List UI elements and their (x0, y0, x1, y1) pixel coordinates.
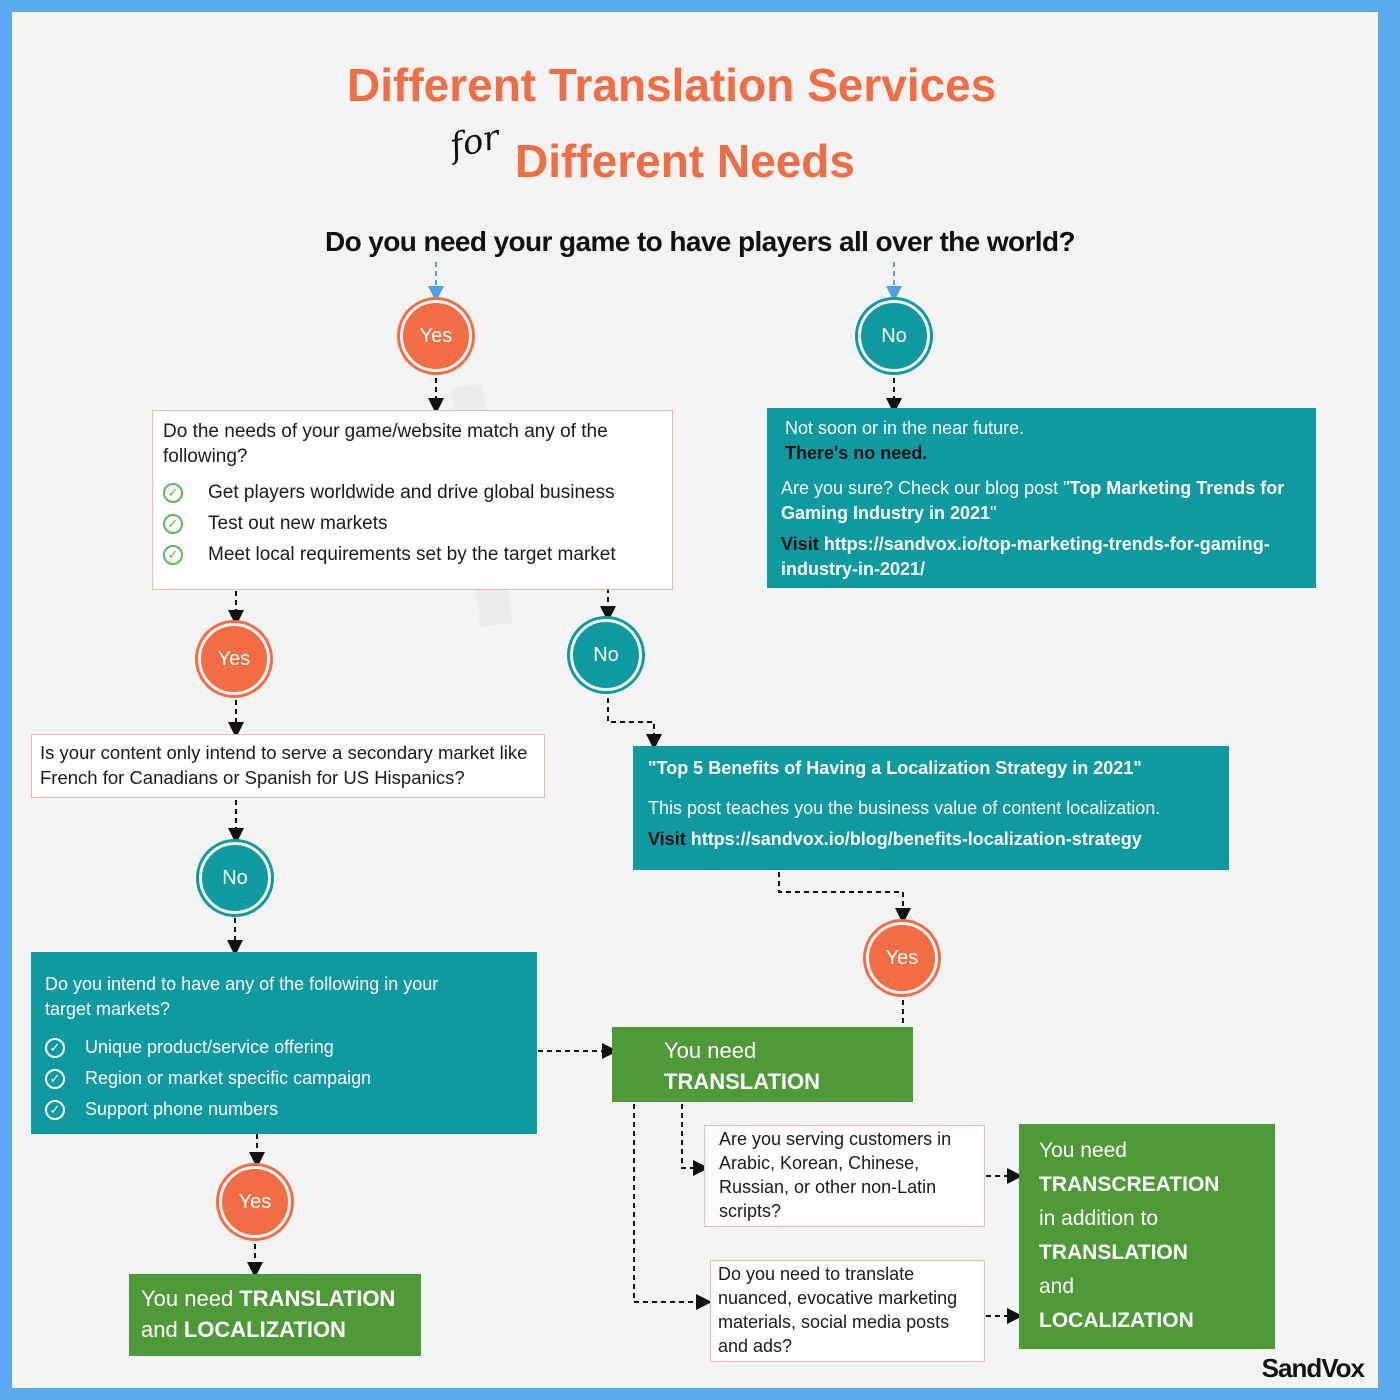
transcreation-line-2: TRANSCREATION (1039, 1173, 1220, 1196)
visit-label: Visit (648, 829, 686, 849)
target-markets-question: Do you intend to have any of the followi… (45, 974, 439, 1019)
needs-item: Test out new markets (208, 513, 388, 534)
secondary-market-text: Is your content only intend to serve a s… (40, 742, 528, 788)
check-icon: ✓ (45, 1068, 65, 1089)
visit-label: Visit (781, 534, 819, 554)
nuanced-marketing-text: Do you need to translate nuanced, evocat… (718, 1264, 958, 1356)
transcreation-line-4: TRANSLATION (1039, 1241, 1188, 1264)
transcreation-line-6: LOCALIZATION (1039, 1309, 1194, 1332)
target-item: Region or market specific campaign (85, 1068, 372, 1088)
localization-post-box: "Top 5 Benefits of Having a Localization… (633, 746, 1229, 870)
check-icon: ✓ (163, 544, 183, 565)
transcreation-line-3: in addition to (1039, 1207, 1159, 1230)
target-markets-box: Do you intend to have any of the followi… (31, 952, 537, 1134)
title-line-1: Different Translation Services (347, 59, 997, 111)
localization-post-link[interactable]: https://sandvox.io/blog/benefits-localiz… (690, 829, 1142, 849)
check-icon: ✓ (45, 1037, 65, 1058)
target-item: Support phone numbers (85, 1099, 279, 1119)
no-need-box: Not soon or in the near future. There's … (767, 408, 1316, 588)
translation-localization-result-box: You need TRANSLATION and LOCALIZATION (129, 1274, 421, 1356)
check-icon: ✓ (163, 513, 183, 534)
brand-logo: SandVox (1261, 1353, 1365, 1383)
no-circle-1: No (858, 300, 930, 372)
yes-circle-3: Yes (866, 922, 938, 994)
yes-circle-4: Yes (219, 1166, 291, 1238)
trans-loc-prefix: You need (141, 1286, 240, 1311)
target-item: Unique product/service offering (85, 1037, 334, 1057)
blog-link[interactable]: https://sandvox.io/top-marketing-trends-… (781, 534, 1270, 579)
transcreation-line-1: You need (1039, 1139, 1127, 1162)
main-question: Do you need your game to have players al… (324, 226, 1076, 257)
blog-post-suggestion: Are you sure? Check our blog post "Top M… (781, 476, 1302, 526)
secondary-market-box: Is your content only intend to serve a s… (31, 734, 545, 798)
translation-line-1: You need (664, 1038, 757, 1063)
needs-question-box: Do the needs of your game/website match … (152, 410, 673, 590)
trans-loc-and: and (141, 1317, 184, 1342)
yes-circle-2: Yes (198, 623, 270, 695)
no-need-line-2: There's no need. (785, 443, 928, 463)
trans-loc-word-1: TRANSLATION (239, 1286, 396, 1311)
transcreation-result-box: You need TRANSCREATION in addition to TR… (1019, 1124, 1275, 1349)
needs-item: Get players worldwide and drive global b… (208, 482, 615, 503)
nuanced-marketing-box: Do you need to translate nuanced, evocat… (710, 1260, 985, 1362)
translation-line-2: TRANSLATION (664, 1069, 821, 1094)
no-circle-2: No (570, 619, 642, 691)
transcreation-line-5: and (1039, 1275, 1075, 1298)
needs-question-text: Do the needs of your game/website match … (163, 421, 608, 467)
yes-circle-1: Yes (400, 300, 472, 372)
title-line-2: Different Needs (515, 135, 855, 187)
check-icon: ✓ (45, 1099, 65, 1120)
localization-post-title: "Top 5 Benefits of Having a Localization… (648, 758, 1142, 778)
no-circle-3: No (199, 842, 271, 914)
check-icon: ✓ (163, 482, 183, 503)
blog-title: Top Marketing Trends for Gaming Industry… (781, 478, 1285, 523)
needs-item: Meet local requirements set by the targe… (208, 544, 616, 565)
blog-suffix: " (990, 503, 997, 523)
translation-result-box: You need TRANSLATION (612, 1027, 913, 1102)
localization-post-description: This post teaches you the business value… (648, 798, 1161, 818)
trans-loc-word-2: LOCALIZATION (183, 1317, 346, 1342)
non-latin-text: Are you serving customers in Arabic, Kor… (719, 1129, 952, 1221)
no-need-line-1: Not soon or in the near future. (785, 418, 1025, 438)
blog-prefix: Are you sure? Check our blog post " (781, 478, 1070, 498)
non-latin-box: Are you serving customers in Arabic, Kor… (704, 1125, 985, 1227)
